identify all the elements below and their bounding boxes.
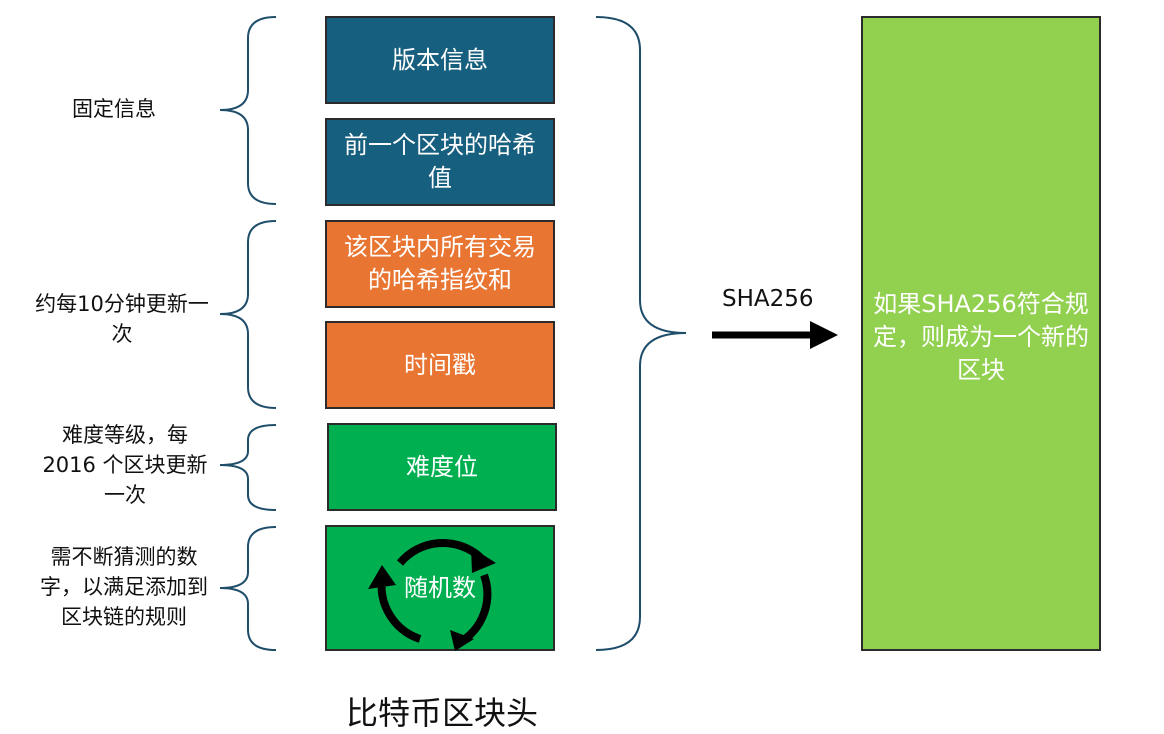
bracket-fixed-info — [219, 16, 277, 205]
field-difficulty-bits-label: 难度位 — [406, 452, 478, 481]
new-block-result-text: 如果SHA256符合规定，则成为一个新的区块 — [873, 290, 1089, 384]
bracket-update-info — [219, 220, 277, 409]
field-difficulty-bits: 难度位 — [327, 423, 557, 511]
field-merkle-root: 该区块内所有交易的哈希指纹和 — [325, 220, 555, 308]
group-label-fixed: 固定信息 — [72, 97, 156, 121]
field-previous-hash: 前一个区块的哈希值 — [325, 118, 555, 206]
bracket-header-all — [595, 16, 687, 651]
group-label-nonce: 需不断猜测的数字，以满足添加到区块链的规则 — [40, 545, 208, 629]
group-label-every-10-minutes: 约每10分钟更新一次 — [35, 292, 209, 346]
field-timestamp-label: 时间戳 — [404, 350, 476, 379]
bracket-nonce — [219, 526, 277, 651]
cycle-arrows-icon — [368, 538, 496, 651]
new-block-result: 如果SHA256符合规定，则成为一个新的区块 — [861, 16, 1101, 651]
diagram-title: 比特币区块头 — [345, 694, 538, 732]
field-version-label: 版本信息 — [392, 45, 488, 74]
bracket-difficulty — [219, 424, 277, 511]
hash-label: SHA256 — [722, 286, 814, 312]
field-previous-hash-label: 前一个区块的哈希值 — [344, 131, 536, 192]
field-nonce: 随机数 — [325, 525, 555, 651]
field-version: 版本信息 — [325, 16, 555, 104]
field-merkle-root-label: 该区块内所有交易的哈希指纹和 — [344, 233, 536, 294]
group-label-difficulty: 难度等级，每2016 个区块更新一次 — [42, 423, 208, 507]
field-timestamp: 时间戳 — [325, 321, 555, 409]
field-nonce-label: 随机数 — [404, 573, 476, 602]
right-arrow-icon — [712, 321, 838, 349]
